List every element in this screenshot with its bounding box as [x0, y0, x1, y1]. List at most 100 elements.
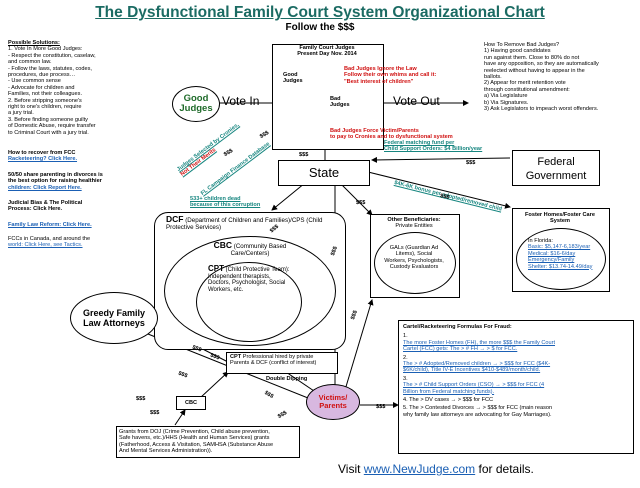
link-line: the best option for raising healthier — [8, 178, 102, 185]
page-title: The Dysfunctional Family Court System Or… — [95, 4, 545, 21]
cartel-formulas-box: Cartel/Racketeering Formulas For Fraud: … — [398, 320, 634, 454]
other-beneficiaries-body: GALs (Guardian Ad Litems), Social Worker… — [378, 245, 450, 271]
foster-oval — [516, 228, 606, 290]
remove-bad-judges: How To Remove Bad Judges? 1) Having good… — [484, 42, 638, 112]
solution-line: - Respect the constitution, caselaw, — [8, 52, 96, 59]
solution-line: 2. Before stripping someone's — [8, 97, 82, 104]
item-num: 1. — [403, 333, 408, 340]
foster-line[interactable]: Shelter: $13.74-14.49/day — [528, 263, 593, 270]
cpt-label: CPT (Child Protective Team): Independent… — [208, 264, 290, 293]
item-num: 3. — [403, 375, 408, 382]
solution-line: - Follow the laws, statutes, codes, — [8, 65, 92, 72]
bad-judges-note: Bad Judges Ignore the Law Follow their o… — [344, 66, 484, 85]
item-line: The > DV cases → > $$$ for FCC — [409, 397, 494, 404]
victims-parents-oval: Victims/ Parents — [306, 384, 360, 420]
remove-line: reelected without having to appear in th… — [484, 67, 585, 74]
vote-out-label: Vote Out — [393, 94, 440, 108]
foster-line[interactable]: Basic: $5,147-6,183/year — [528, 244, 591, 251]
possible-solutions: Possible Solutions: 1. Vote In More Good… — [8, 40, 158, 136]
grants-box: Grants from DOJ (Crime Prevention, Child… — [116, 426, 300, 458]
left-link-block[interactable]: Family Law Reform: Click Here. — [8, 222, 158, 228]
cbc-small-box: CBC — [176, 396, 206, 410]
family-court-judges-box — [272, 44, 384, 150]
note-line: to pay to Cronies and to dysfunctional s… — [330, 134, 453, 141]
link-line[interactable]: Family Law Reform: Click Here. — [8, 222, 92, 228]
remove-heading: How To Remove Bad Judges? — [484, 42, 560, 48]
solution-line: 1. Vote In More Good Judges: — [8, 46, 83, 53]
item-line[interactable]: The more Foster Homes (FH), the more $$$… — [403, 339, 556, 346]
solution-line: to Criminal Court with a jury trial. — [8, 129, 89, 136]
money-marker: $$$ — [356, 200, 366, 206]
good-judges-oval: Good Judges — [172, 86, 220, 122]
remove-line: ballots. — [484, 74, 502, 81]
body-line: Litems), Social — [395, 251, 433, 258]
other-beneficiaries-oval — [374, 232, 456, 294]
cartel-item: 5. The > Contested Divorces → > $$$ for … — [403, 405, 629, 418]
solution-line: a jury trial. — [8, 110, 34, 117]
money-marker: $$$ — [136, 396, 146, 402]
solution-line: 3. Before finding someone guilty — [8, 116, 88, 123]
item-num: 2. — [403, 354, 408, 361]
solution-line: - Use common sense — [8, 78, 61, 85]
foster-heading: Foster Homes/Foster Care System — [512, 212, 608, 225]
heading-line: Foster Homes/Foster Care — [525, 212, 595, 218]
good-judges-scale-label: Good Judges — [283, 72, 303, 85]
left-link-block[interactable]: FCCs in Canada, and around the world: Cl… — [8, 236, 158, 249]
foster-line[interactable]: Medical: $16-6/day — [528, 250, 576, 257]
cpt-oval — [196, 262, 302, 342]
solution-line: of Domestic Abuse, require transfer — [8, 123, 96, 130]
cbc-label: CBC (Community Based Care/Centers) — [198, 241, 302, 257]
solution-line: procedures, due process… — [8, 72, 76, 79]
cpt-hired-label: CPT Professional hired by private Parent… — [230, 354, 334, 367]
item-line[interactable]: $6K/child), Title IV-E Incentives $410-$… — [403, 367, 541, 374]
cpt-text: (Child Protective Team): Independent the… — [208, 267, 290, 293]
other-beneficiaries-heading: Other Beneficiaries: — [387, 217, 441, 223]
federal-matching-note: Federal matching fund per Child Support … — [384, 140, 514, 153]
grants-line: Grants from DOJ (Crime Prevention, Child… — [119, 429, 270, 435]
link-line[interactable]: world: Click Here, see Tactics. — [8, 242, 83, 249]
grants-line: (Fatherhood, Access & Visitation, SAMHSA… — [119, 441, 274, 448]
cartel-item: 1. The more Foster Homes (FH), the more … — [403, 333, 629, 352]
cpt-bold: CPT — [208, 264, 224, 273]
foster-line: In Florida: — [528, 238, 553, 244]
foster-details: In Florida: Basic: $5,147-6,183/year Med… — [528, 238, 604, 270]
money-marker: $$$ — [439, 193, 450, 201]
left-link-block[interactable]: 50/50 share parenting in divorces is the… — [8, 172, 158, 191]
page-subtitle: Follow the $$$ — [285, 22, 355, 33]
money-marker: $$$ — [299, 152, 309, 158]
remove-line: 2) Appear for merit retention vote — [484, 80, 566, 87]
item-line[interactable]: The > # Adopted/Removed children → > $$$… — [403, 361, 551, 368]
visit-pre: Visit — [338, 462, 364, 476]
link-line[interactable]: Process: Click Here. — [8, 206, 63, 213]
vote-in-label: Vote In — [222, 94, 260, 108]
item-line[interactable]: Cartel (FCC) gets: The > # FH → > $ for … — [403, 346, 518, 353]
grants-line: And Mental Services Administration)). — [119, 448, 213, 455]
money-marker: $$$ — [376, 404, 386, 410]
link-line[interactable]: children: Click Report Here. — [8, 184, 82, 191]
cartel-item: 4. The > DV cases → > $$$ for FCC — [403, 397, 629, 403]
money-marker: $$$ — [150, 410, 160, 416]
dcf-text: (Department of Children and Families)/CP… — [166, 217, 323, 231]
item-line[interactable]: The > # Child Support Orders (CSO) → > $… — [403, 382, 545, 389]
foster-line[interactable]: Emergency/Family — [528, 257, 575, 264]
newjudge-link[interactable]: www.NewJudge.com — [363, 462, 476, 476]
bad-judges-scale-label: Bad Judges — [330, 96, 350, 109]
link-line[interactable]: Racketeering? Click Here. — [8, 156, 78, 163]
grants-line: Safe havens, etc.)/HHS (Health and Human… — [119, 435, 270, 442]
cpt-hired-text: Professional hired by private Parents & … — [230, 354, 317, 367]
left-link-block[interactable]: Judicial Bias & The Political Process: C… — [8, 200, 158, 213]
cpt-hired-box — [226, 352, 338, 374]
note-line: Bad Judges Force Victim/Parents — [330, 128, 419, 134]
state-box: State — [278, 160, 370, 186]
judges-box-date: Present Day Nov. 2014 — [297, 51, 357, 57]
other-beneficiaries-sub: Private Entities — [395, 223, 433, 229]
left-link-block[interactable]: How to recover from FCC Racketeering? Cl… — [8, 150, 158, 163]
money-marker: $$$ — [466, 160, 476, 166]
solution-line: Families, not their colleagues. — [8, 91, 82, 98]
item-line[interactable]: Billion from Federal matching funds). — [403, 388, 495, 395]
solution-line: and common law. — [8, 59, 52, 66]
greedy-attorneys-oval: Greedy Family Law Attorneys — [70, 292, 158, 344]
remove-line: a) Via Legislature — [484, 93, 528, 100]
note-line: Bad Judges Ignore the Law — [344, 66, 417, 72]
